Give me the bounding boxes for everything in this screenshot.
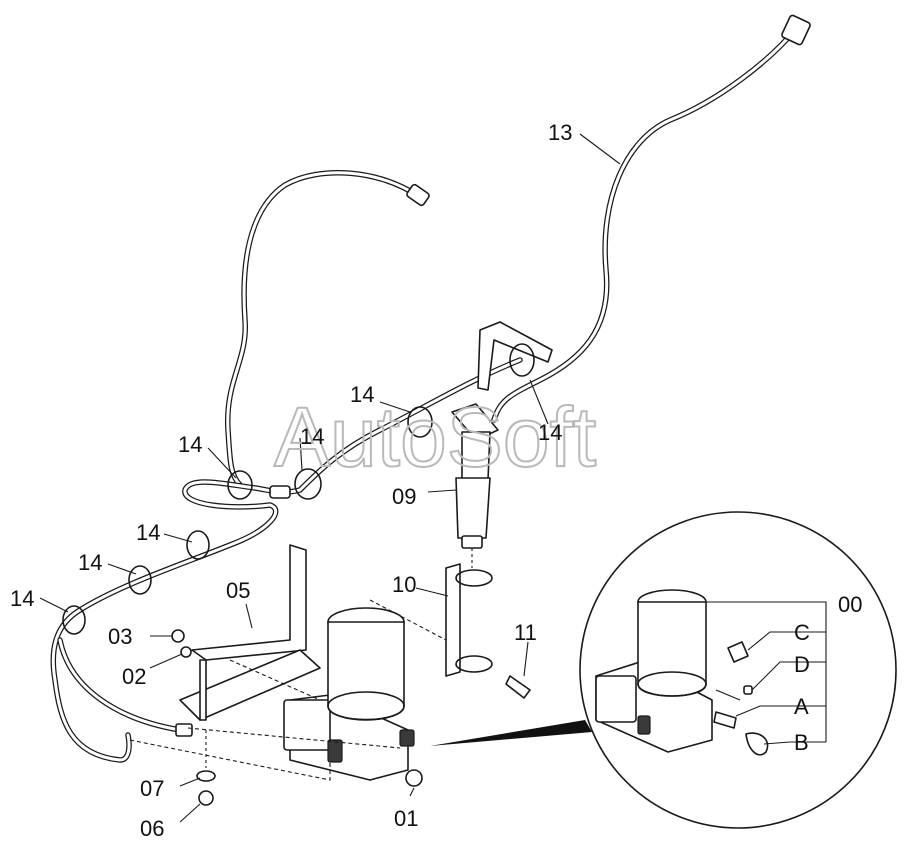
callout-C: C bbox=[794, 620, 810, 645]
clamps-14 bbox=[62, 343, 535, 635]
callout-03: 03 bbox=[108, 624, 132, 649]
callout-10: 10 bbox=[392, 572, 416, 597]
hose-13 bbox=[491, 14, 811, 423]
watermark: AutoSoft bbox=[274, 390, 596, 484]
callout-05: 05 bbox=[226, 578, 250, 603]
callout-14-lower3: 14 bbox=[10, 586, 34, 611]
callout-14-lower1: 14 bbox=[136, 520, 160, 545]
callout-00: 00 bbox=[838, 592, 862, 617]
callout-09: 09 bbox=[392, 484, 416, 509]
callout-13: 13 bbox=[548, 120, 572, 145]
callout-01: 01 bbox=[394, 806, 418, 831]
detail-pointer bbox=[430, 720, 592, 746]
callout-07: 07 bbox=[140, 776, 164, 801]
bracket-10 bbox=[445, 563, 531, 699]
callout-11: 11 bbox=[514, 620, 537, 645]
callout-14-center: 14 bbox=[350, 382, 374, 407]
callout-14-lower2: 14 bbox=[78, 550, 102, 575]
hose-upper-left bbox=[225, 170, 430, 488]
handle-bracket bbox=[477, 321, 553, 391]
hose-main-run bbox=[50, 357, 523, 763]
callout-14-mid: 14 bbox=[300, 424, 324, 449]
filter-09 bbox=[451, 403, 499, 568]
callout-A: A bbox=[794, 694, 809, 719]
bracket-05 bbox=[179, 544, 321, 721]
pump-assembly-main bbox=[283, 607, 423, 787]
callout-02: 02 bbox=[122, 664, 146, 689]
callout-06: 06 bbox=[140, 816, 164, 841]
callout-14-left: 14 bbox=[178, 432, 202, 457]
small-parts bbox=[171, 629, 216, 806]
callout-leaders bbox=[39, 133, 621, 823]
callout-14-right: 14 bbox=[538, 420, 562, 445]
assembly-lines bbox=[129, 599, 447, 781]
callout-D: D bbox=[794, 652, 810, 677]
callout-B: B bbox=[794, 730, 809, 755]
detail-view bbox=[579, 511, 897, 829]
